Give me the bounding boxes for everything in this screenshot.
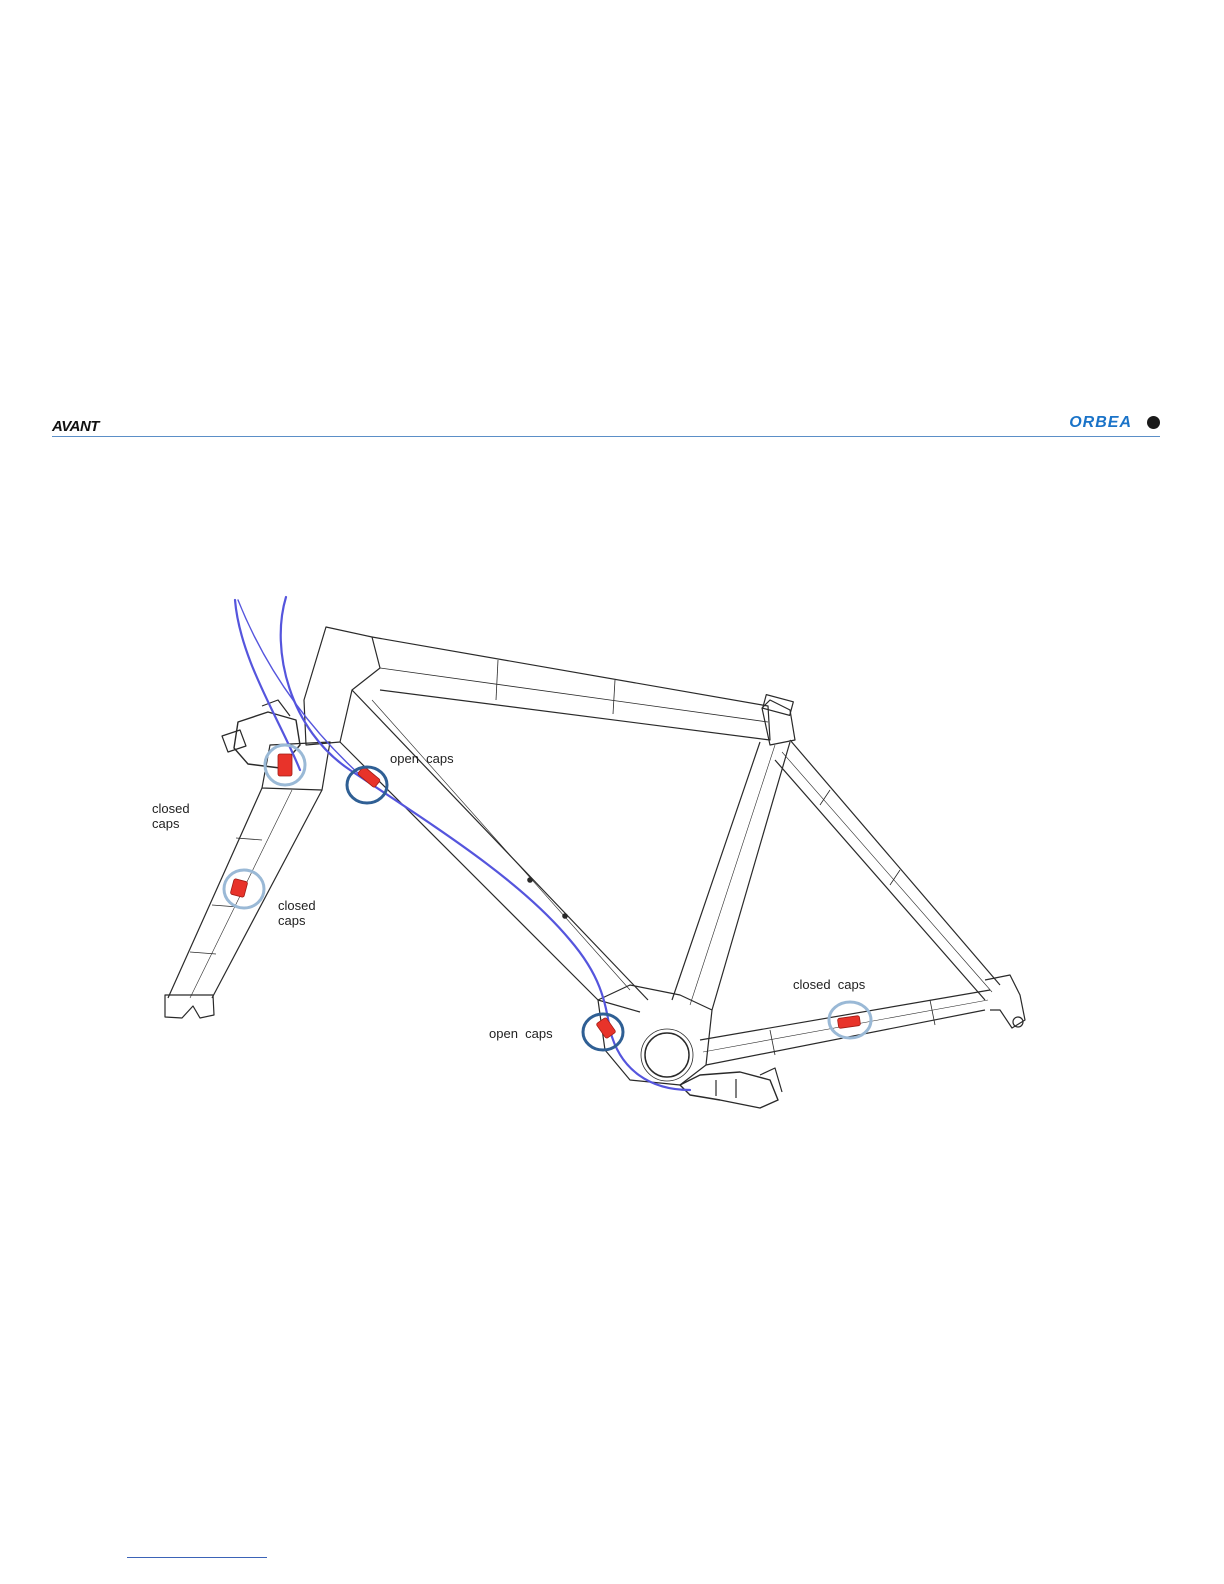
seat-stay <box>790 740 1000 985</box>
rear-brake-cable <box>281 597 690 1090</box>
label-closed-caps-fork-top: closed caps <box>152 801 190 831</box>
brake-cables <box>235 597 690 1090</box>
top-tube <box>372 637 770 740</box>
label-open-caps-top: open caps <box>390 751 454 766</box>
bottom-bracket <box>598 985 712 1085</box>
label-closed-caps-fork-mid: closed caps <box>278 898 316 928</box>
chain-stay <box>700 990 990 1040</box>
label-open-caps-bb: open caps <box>489 1026 553 1041</box>
cable-caps <box>230 754 860 1039</box>
cap-fork-top <box>278 754 292 776</box>
rear-dropout <box>985 975 1025 1028</box>
label-closed-caps-chainstay: closed caps <box>793 977 865 992</box>
rear-brake <box>680 1072 778 1108</box>
footer-link-underline <box>127 1557 267 1558</box>
head-tube <box>304 627 380 745</box>
bb-shell <box>645 1033 689 1077</box>
cap-fork-mid <box>230 878 248 897</box>
down-tube <box>340 742 640 1012</box>
cap-chainstay <box>837 1016 860 1029</box>
fork-dropout <box>165 995 214 1018</box>
seat-tube <box>672 742 760 1000</box>
fork-blade-right <box>212 790 322 998</box>
cap-bb <box>596 1017 616 1039</box>
